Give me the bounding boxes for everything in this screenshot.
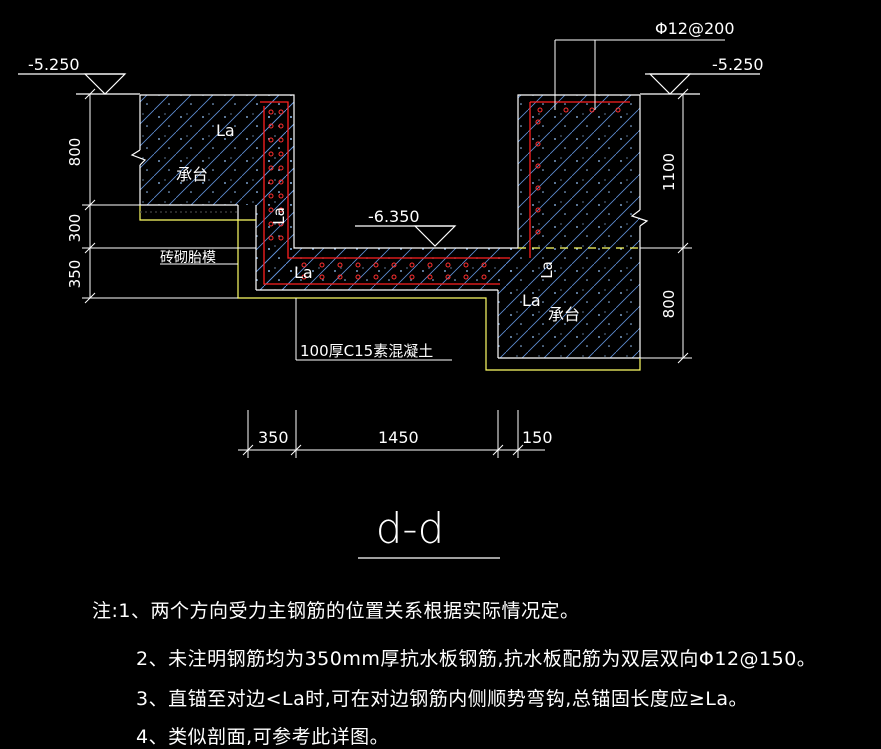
rebar-dot	[268, 165, 274, 171]
rebar-dot	[268, 193, 274, 199]
rebar-dot	[301, 262, 307, 268]
rebar-dot	[589, 107, 595, 113]
elevation-left-label: -5.250	[28, 55, 80, 74]
blinding-label: 100厚C15素混凝土	[300, 342, 433, 360]
rebar-dot	[268, 151, 274, 157]
elevation-right-label: -5.250	[712, 55, 764, 74]
elevation-right	[640, 73, 760, 95]
la-label-2: La	[270, 207, 288, 225]
rebar-callout: Φ12@200	[655, 19, 735, 38]
la-label-3: La	[294, 263, 313, 282]
rebar-dot	[278, 123, 284, 129]
elevation-middle-label: -6.350	[368, 207, 420, 226]
dim-right-1: 1100	[660, 153, 678, 191]
rebar-callout-leader	[554, 39, 725, 110]
rebar-dot	[268, 109, 274, 115]
note-2: 2、未注明钢筋均为350mm厚抗水板钢筋,抗水板配筋为双层双向Φ12@150。	[136, 648, 817, 670]
rebar-dot	[268, 179, 274, 185]
rebar-dots	[268, 107, 621, 280]
rebar-dot	[268, 137, 274, 143]
rebar-dot	[535, 119, 541, 125]
rebar-dot	[278, 179, 284, 185]
rebar-dot	[481, 262, 487, 268]
rebar-dot	[278, 193, 284, 199]
rebar-dot	[373, 274, 379, 280]
la-label-1: La	[216, 121, 235, 140]
rebar-dot	[535, 141, 541, 147]
rebar-dot	[268, 221, 274, 227]
rebar-dot	[278, 151, 284, 157]
dim-bottom-1: 350	[258, 428, 289, 447]
rebar	[260, 101, 630, 285]
note-3: 3、直锚至对边<La时,可在对边钢筋内侧顺势弯钩,总锚固长度应≥La。	[136, 688, 748, 710]
rebar-dot	[268, 123, 274, 129]
dim-bottom-3: 150	[522, 428, 553, 447]
elevation-middle	[355, 225, 457, 247]
rebar-dot	[301, 274, 307, 280]
rebar-dot	[537, 107, 543, 113]
blinding-outline	[139, 205, 641, 371]
rebar-dot	[278, 137, 284, 143]
section-title: d-d	[376, 504, 444, 553]
rebar-dot	[535, 185, 541, 191]
rebar-dot	[278, 165, 284, 171]
note-1: 注:1、两个方向受力主钢筋的位置关系根据实际情况定。	[92, 600, 580, 622]
dim-right-2: 800	[660, 290, 678, 319]
rebar-dot	[535, 229, 541, 235]
rebar-dot	[278, 109, 284, 115]
la-label-4: La	[538, 261, 556, 279]
rebar-dot	[535, 207, 541, 213]
rebar-dot	[535, 163, 541, 169]
rebar-dot	[278, 235, 284, 241]
cap-label-right: 承台	[548, 305, 580, 324]
rebar-dot	[319, 274, 325, 280]
rebar-dot	[319, 262, 325, 268]
dim-left-lines	[82, 88, 256, 304]
rebar-dot	[563, 107, 569, 113]
rebar-dot	[391, 274, 397, 280]
brick-mould-label: 砖砌胎模	[160, 250, 216, 266]
rebar-dot	[409, 274, 415, 280]
rebar-dot	[409, 262, 415, 268]
dim-left-3: 350	[66, 260, 84, 289]
note-4: 4、类似剖面,可参考此详图。	[136, 726, 390, 748]
cap-label-left: 承台	[176, 165, 208, 184]
dim-left-1: 800	[66, 138, 84, 167]
dim-right-lines	[640, 88, 692, 364]
rebar-dot	[355, 274, 361, 280]
dim-bottom-2: 1450	[378, 428, 419, 447]
dim-bottom-lines	[238, 298, 545, 458]
rebar-dot	[373, 262, 379, 268]
dim-left-2: 300	[66, 214, 84, 243]
rebar-dot	[463, 262, 469, 268]
rebar-dot	[278, 221, 284, 227]
rebar-dot	[445, 262, 451, 268]
rebar-dot	[268, 235, 274, 241]
rebar-dot	[337, 262, 343, 268]
rebar-dot	[463, 274, 469, 280]
rebar-dot	[391, 262, 397, 268]
la-label-5: La	[522, 291, 541, 310]
rebar-dot	[427, 262, 433, 268]
rebar-dot	[481, 274, 487, 280]
rebar-dot	[355, 262, 361, 268]
rebar-dot	[337, 274, 343, 280]
rebar-dot	[268, 207, 274, 213]
rebar-dot	[278, 207, 284, 213]
rebar-dot	[445, 274, 451, 280]
elevation-left	[18, 73, 140, 95]
rebar-dot	[427, 274, 433, 280]
rebar-dot	[615, 107, 621, 113]
